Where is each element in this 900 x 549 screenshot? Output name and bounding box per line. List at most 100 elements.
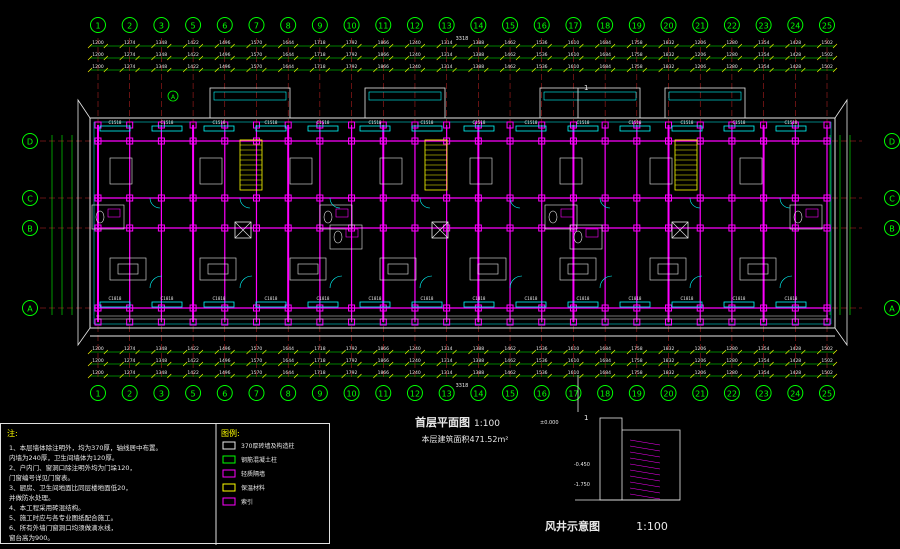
dim-tick bbox=[436, 361, 441, 367]
axis-bubble bbox=[121, 385, 138, 401]
note-line: 4、本工程采用砖混结构。 bbox=[9, 503, 85, 512]
bay-window bbox=[368, 91, 442, 101]
dim-tick bbox=[151, 349, 156, 355]
dim-tick bbox=[246, 43, 251, 49]
window-bottom bbox=[359, 301, 391, 308]
axis-label: 8 bbox=[286, 390, 291, 399]
window-tag: C1518 bbox=[785, 120, 798, 125]
window-top bbox=[515, 125, 547, 132]
window-bottom bbox=[203, 301, 235, 308]
axis-row-label: B bbox=[889, 225, 895, 234]
dim-tick bbox=[658, 67, 663, 73]
table bbox=[207, 263, 229, 275]
dim-tick bbox=[103, 373, 109, 379]
dim-tick bbox=[182, 55, 188, 61]
column bbox=[633, 137, 641, 145]
column bbox=[157, 194, 165, 202]
bay-window bbox=[213, 91, 287, 101]
dim-tick bbox=[484, 373, 489, 379]
dim-tick bbox=[198, 361, 204, 367]
column bbox=[379, 304, 387, 312]
window-top bbox=[203, 125, 235, 132]
axis-label: 3 bbox=[159, 22, 164, 31]
dim-tick bbox=[293, 373, 299, 379]
legend-label: 370厚砖墙及构造柱 bbox=[241, 442, 294, 450]
dim-tick bbox=[515, 373, 521, 379]
dim-tick bbox=[610, 43, 616, 49]
dim-tick bbox=[388, 55, 394, 61]
column bbox=[538, 137, 546, 145]
window-top bbox=[671, 125, 703, 132]
axis-label: 13 bbox=[442, 22, 452, 31]
axis-label: 11 bbox=[378, 390, 388, 399]
window-top bbox=[723, 125, 755, 132]
dim-tick bbox=[119, 361, 124, 367]
wet-room bbox=[544, 204, 578, 230]
dim-text: 1388 bbox=[473, 52, 485, 58]
window-tag: C1818 bbox=[629, 296, 642, 301]
inner-outline bbox=[93, 121, 832, 325]
dim-tick bbox=[563, 67, 568, 73]
window-top bbox=[307, 125, 339, 132]
dim-tick bbox=[87, 361, 93, 367]
dim-tick bbox=[404, 55, 410, 61]
axis-bubble bbox=[787, 385, 804, 401]
dim-tick bbox=[674, 43, 679, 49]
axis-bubble bbox=[565, 17, 582, 33]
dim-tick bbox=[737, 349, 743, 355]
dim-tick bbox=[579, 43, 584, 49]
note-line: 2、户内门、窗洞口除注明外均为门垛120， bbox=[9, 463, 136, 472]
bed bbox=[469, 157, 493, 185]
legend-swatch bbox=[222, 497, 236, 506]
dim-tick bbox=[119, 67, 124, 73]
basin bbox=[585, 228, 599, 238]
dim-tick bbox=[230, 361, 235, 367]
area-note: 本层建筑面积471.52m² bbox=[422, 434, 509, 444]
dim-tick bbox=[420, 67, 426, 73]
dim-tick bbox=[547, 43, 552, 49]
dim-tick bbox=[658, 361, 663, 367]
axis-label: 21 bbox=[695, 390, 705, 399]
window-tag: C1518 bbox=[161, 120, 174, 125]
shaft-hatch bbox=[629, 463, 661, 470]
dim-text: 1536 bbox=[536, 358, 548, 364]
axis-row-label: B bbox=[27, 225, 33, 234]
column bbox=[823, 304, 831, 312]
dim-tick bbox=[436, 67, 441, 73]
dim-tick bbox=[595, 55, 600, 61]
column bbox=[665, 224, 673, 232]
legend-label: 轻质隔墙 bbox=[241, 470, 265, 478]
dim-tick bbox=[642, 349, 647, 355]
cut-label: 1 bbox=[584, 414, 588, 422]
dim-text: 1758 bbox=[631, 358, 643, 364]
window-top bbox=[255, 125, 287, 132]
axis-bubble bbox=[819, 17, 835, 33]
dim-tick bbox=[404, 361, 410, 367]
dim-text: 1274 bbox=[124, 52, 136, 58]
dim-tick bbox=[816, 349, 822, 355]
axis-label: 7 bbox=[254, 390, 259, 399]
column bbox=[633, 194, 641, 202]
dim-tick bbox=[531, 43, 537, 49]
dim-tick bbox=[119, 55, 124, 61]
column bbox=[316, 194, 324, 202]
axis-bubble bbox=[597, 385, 614, 401]
dim-tick bbox=[705, 349, 711, 355]
dim-text: 1832 bbox=[663, 52, 675, 58]
bay-projection bbox=[664, 87, 746, 119]
column bbox=[443, 304, 451, 312]
dim-tick bbox=[230, 67, 235, 73]
window-top bbox=[567, 125, 599, 132]
dim-tick bbox=[182, 349, 188, 355]
column bbox=[443, 121, 451, 129]
window-tag: C1518 bbox=[525, 120, 538, 125]
dim-tick bbox=[801, 361, 806, 367]
dim-tick bbox=[531, 361, 537, 367]
dim-tick bbox=[103, 67, 109, 73]
column bbox=[94, 224, 102, 232]
notes-heading: 注: bbox=[7, 428, 18, 438]
column bbox=[601, 137, 609, 145]
axis-bubble-row bbox=[22, 300, 38, 316]
dim-tick bbox=[151, 55, 156, 61]
dim-tick bbox=[420, 361, 426, 367]
